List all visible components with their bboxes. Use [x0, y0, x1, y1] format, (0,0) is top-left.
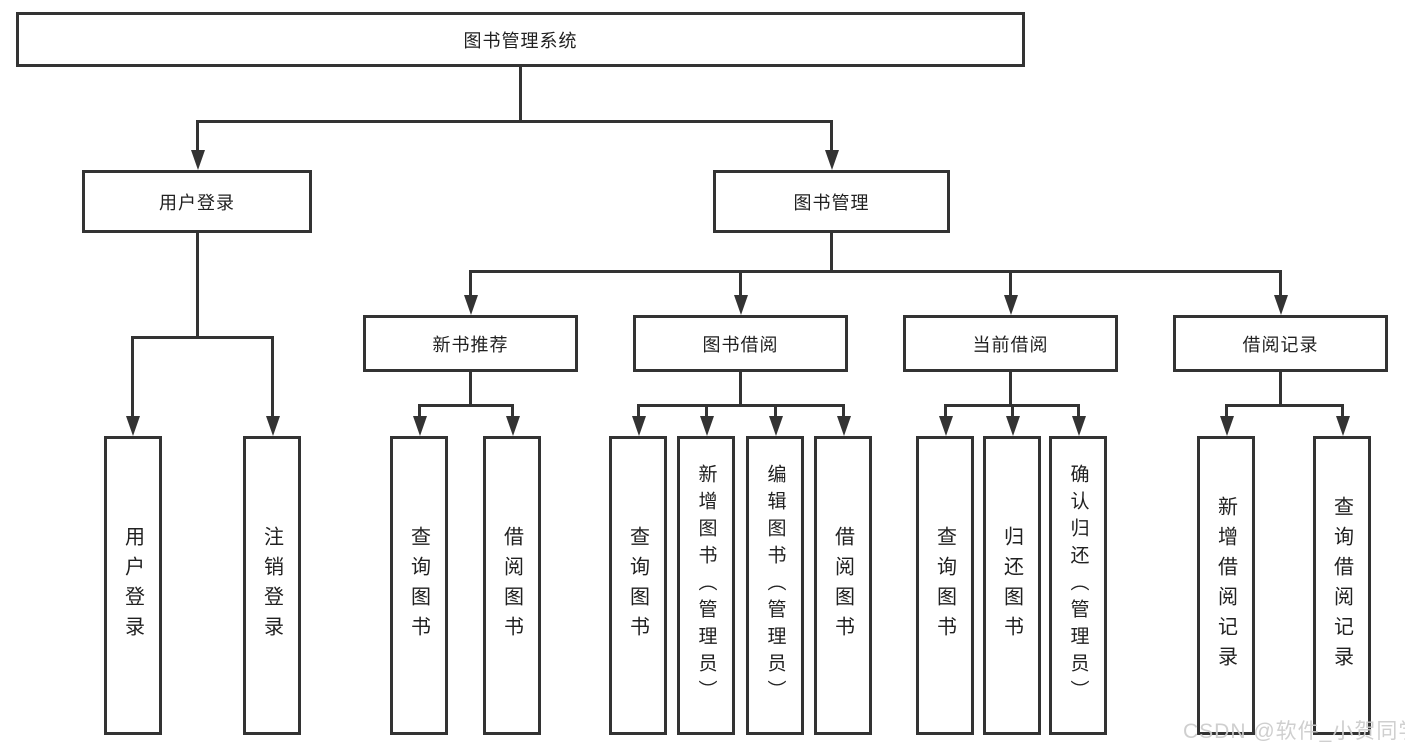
connector-line	[1009, 372, 1012, 407]
leaf-confirm-return-admin: 确认归还（管理员）	[1049, 436, 1107, 735]
csdn-watermark: CSDN @软件_小贺同学	[1183, 720, 1405, 743]
connector-line	[469, 372, 472, 407]
arrow-down	[824, 120, 839, 170]
arrow-down	[1273, 270, 1288, 315]
arrow-down	[125, 336, 140, 436]
leaf-search-books-borrow: 查询图书	[609, 436, 667, 735]
node-new-book-recommend: 新书推荐	[363, 315, 578, 372]
leaf-edit-books-admin: 编辑图书（管理员）	[746, 436, 804, 735]
leaf-borrow-books-recommend: 借阅图书	[483, 436, 541, 735]
leaf-logout: 注销登录	[243, 436, 301, 735]
connector-line	[196, 120, 833, 123]
arrow-down	[1003, 270, 1018, 315]
connector-line	[196, 233, 199, 336]
arrow-down	[463, 270, 478, 315]
arrow-down	[1071, 404, 1086, 436]
connector-line	[830, 233, 833, 273]
arrow-down	[1219, 404, 1234, 436]
node-library-system: 图书管理系统	[16, 12, 1025, 67]
connector-line	[637, 404, 845, 407]
node-user-login: 用户登录	[82, 170, 312, 233]
leaf-search-borrow-record: 查询借阅记录	[1313, 436, 1371, 735]
arrow-down	[836, 404, 851, 436]
leaf-add-books-admin: 新增图书（管理员）	[677, 436, 735, 735]
leaf-search-books-recommend: 查询图书	[390, 436, 448, 735]
arrow-down	[631, 404, 646, 436]
connector-line	[739, 372, 742, 407]
connector-line	[1225, 404, 1344, 407]
arrow-down	[412, 404, 427, 436]
leaf-borrow-books: 借阅图书	[814, 436, 872, 735]
connector-line	[519, 67, 522, 120]
arrow-down	[1335, 404, 1350, 436]
connector-line	[131, 336, 274, 339]
arrow-down	[938, 404, 953, 436]
connector-line	[1279, 372, 1282, 407]
arrow-down	[768, 404, 783, 436]
node-borrow-records: 借阅记录	[1173, 315, 1388, 372]
arrow-down	[190, 120, 205, 170]
node-book-borrow: 图书借阅	[633, 315, 848, 372]
arrow-down	[1005, 404, 1020, 436]
leaf-search-books-current: 查询图书	[916, 436, 974, 735]
leaf-return-books: 归还图书	[983, 436, 1041, 735]
leaf-user-login: 用户登录	[104, 436, 162, 735]
arrow-down	[699, 404, 714, 436]
connector-line	[418, 404, 514, 407]
arrow-down	[265, 336, 280, 436]
node-current-borrow: 当前借阅	[903, 315, 1118, 372]
leaf-add-borrow-record: 新增借阅记录	[1197, 436, 1255, 735]
node-book-management: 图书管理	[713, 170, 950, 233]
arrow-down	[505, 404, 520, 436]
connector-line	[469, 270, 1282, 273]
arrow-down	[733, 270, 748, 315]
